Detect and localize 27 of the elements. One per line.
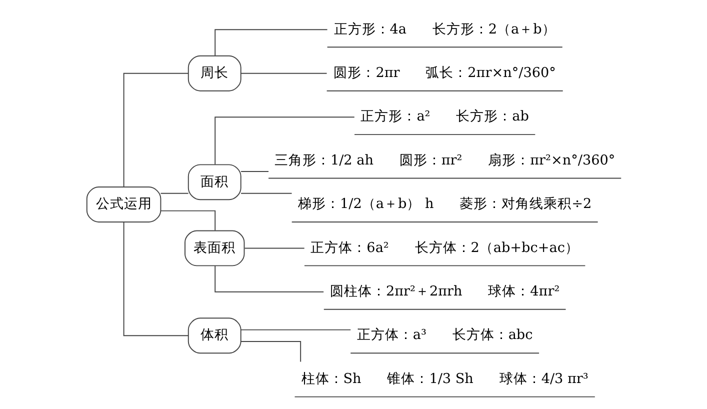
connector [240,192,292,194]
connector [214,116,354,165]
node-text: 正方形：a² 长方形：ab [360,108,528,125]
node-text: 圆形：2πr 弧长：2πr×n°/360° [333,64,556,81]
node-text: 柱体：Sh 锥体：1/3 Sh 球体：4/3 πr³ [300,370,588,387]
node-text: 圆柱体：2πr²＋2πrh 球体：4πr² [329,284,560,300]
node-text: 正方体：a³ 长方体：abc [356,327,532,344]
connector [240,72,327,74]
node-box: 周长 [187,55,241,92]
node-text: 正方体：6a² 长方体：2（ab+bc+ac） [310,240,578,256]
node-box: 表面积 [184,230,244,266]
connector [240,170,268,172]
node-box: 面积 [187,164,241,200]
connector [160,210,216,231]
node-text: 正方形：4a 长方形：2（a＋b） [333,21,556,38]
connector [214,265,324,292]
node-text: 梯形：1/2（a＋b） h 菱形：对角线乘积÷2 [298,196,592,212]
node-box: 公式运用 [86,186,161,222]
connector [160,192,188,194]
connector [240,329,351,330]
connector [240,340,301,362]
node-box: 体积 [187,318,241,354]
connector [122,72,188,188]
connector [214,29,328,56]
node-text: 三角形：1/2 ah 圆形：πr² 扇形：πr²×n°/360° [274,152,615,168]
connector [122,222,188,336]
connector [244,248,304,249]
